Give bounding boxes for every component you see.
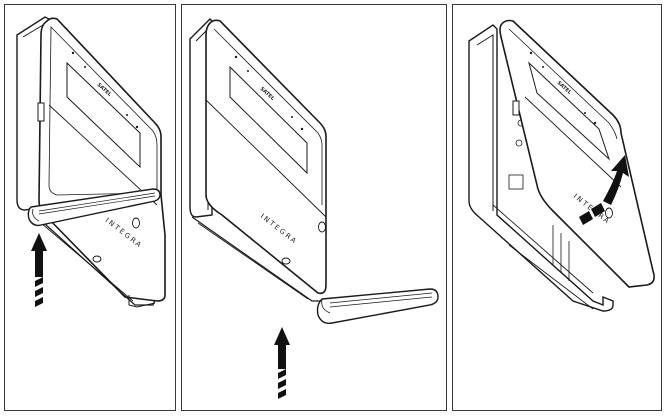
tool-bar — [316, 288, 439, 325]
step-1-panel: SATEL INTEGRA — [4, 4, 176, 411]
step-3-panel: SATEL INTEGRA — [452, 4, 662, 411]
push-up-arrow-icon — [274, 327, 290, 399]
tool-bar — [27, 188, 161, 227]
keypad-tilt-open-illustration: SATEL INTEGRA — [468, 19, 655, 312]
keypad-lever-tool-illustration: SATEL INTEGRA — [189, 18, 439, 399]
keypad-insert-tool-illustration: SATEL INTEGRA — [16, 16, 166, 308]
tilt-open-arrow-icon — [579, 155, 629, 225]
push-up-arrow-icon — [31, 233, 47, 307]
step-2-panel: SATEL INTEGRA — [181, 4, 447, 411]
